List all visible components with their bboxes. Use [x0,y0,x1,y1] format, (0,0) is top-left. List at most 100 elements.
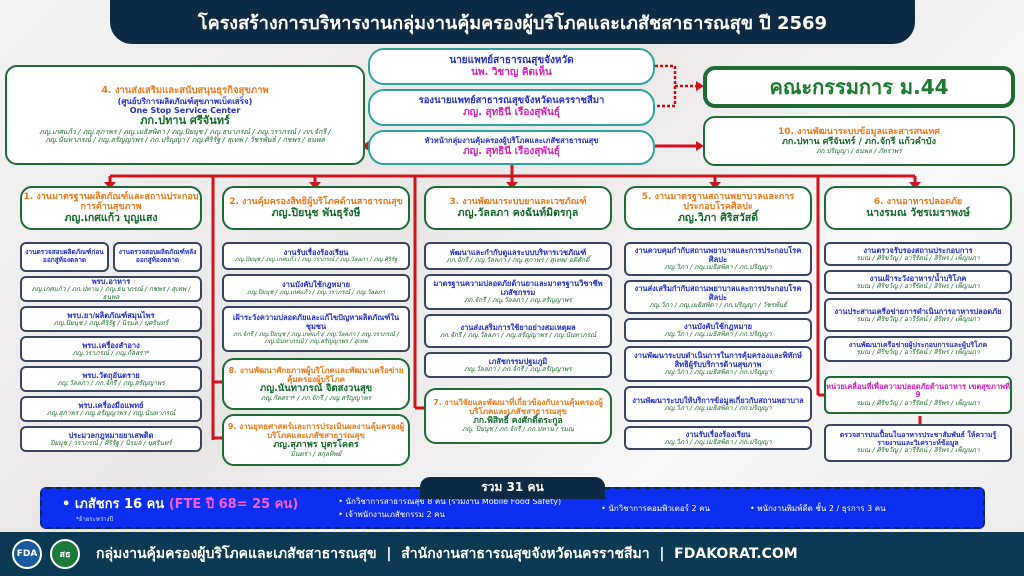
unit-staff: ภญ.กัลสรา* / ภก.จักรี / ภญ.สรัญญาพร [260,393,372,402]
total-count: รวม 31 คน [420,477,605,499]
fte-label: (FTE ปี 68= 25 คน) [168,496,299,512]
unit-7-box: 7. งานวิจัยและพัฒนาที่เกี่ยวข้องกับงานคุ… [424,388,612,444]
sub-item-staff: รมณ / ศิริขวัญ / อารีรัตน์ / สิริพร / เพ… [856,348,980,357]
pre-market-check: งานตรวจสอบผลิตภัณฑ์ก่อนออกสู่ท้องตลาด [25,248,104,264]
sub-item-title: งานส่งเสริมการใช้ยาอย่างสมเหตุผล [460,322,576,332]
committee-title: คณะกรรมการ ม.44 [769,74,949,99]
mobile-food-safety-unit: หน่วยเคลื่อนที่เพื่อความปลอดภัยด้านอาหาร… [824,376,1012,414]
sub-item: งานส่งเสริมการใช้ยาอย่างสมเหตุผลภก.จักรี… [424,314,612,348]
unit-10-lead: ภก.ปทาน ศรีจันทร์ / ภก.จักรี แก้วคำบัง [781,137,937,148]
sub-item: งานพัฒนาเครือข่ายผู้ประกอบการและผู้บริโภ… [824,336,1012,362]
sub-item-title: มาตรฐานความปลอดภัยด้านยาและมาตรฐานวิชาชี… [433,279,603,298]
post-market-check: งานตรวจสอบผลิตภัณฑ์หลังออกสู่ท้องตลาด [118,248,197,264]
sub-item: พรบ.อาหารภญ.เกศแก้ว / ภก.ปทาน / ภญ.ธนาภร… [20,276,202,302]
exec-box-head: หัวหน้ากลุ่มงานคุ้มครองผู้บริโภคและเภสัช… [368,130,655,165]
committee-box: คณะกรรมการ ม.44 [703,66,1015,108]
product-check-pair: งานตรวจสอบผลิตภัณฑ์ก่อนออกสู่ท้องตลาด งา… [20,242,202,272]
unit-9-box: 9. งานยุทธศาสตร์และการประเมินผลงานคุ้มคร… [222,414,410,466]
sub-item: พรบ.เครื่องสำอางภญ.วราภรณ์ / ภญ.กัลสรา* [20,336,202,362]
summary-item: เจ้าพนักงานเภสัชกรรม 2 คน [345,510,445,519]
sub-item-title: พรบ.เครื่องมือแพทย์ [78,400,144,410]
unit-5-head: 5. งานมาตรฐานสถานพยาบาลและการประกอบโรคศิ… [624,186,812,230]
unit-staff: รมณ / ศิริขวัญ / อารีรัตน์ / สิริพร / เพ… [856,398,980,407]
sub-item-staff: ภญ.สุภาพร / ภญ.สรัญญาพร / ภญ.นันทาภรณ์ [46,408,176,417]
sub-item: งานบังคับใช้กฎหมายภญ.ปิยนุช / ภญ.เกศแก้ว… [222,274,410,302]
sub-item-title: พรบ.อาหาร [91,276,131,286]
unit-3-head: 3. งานพัฒนาระบบยาและเวชภัณฑ์ ภญ.วัลลภา ค… [424,186,612,230]
column-unit-3: 3. งานพัฒนาระบบยาและเวชภัณฑ์ ภญ.วัลลภา ค… [424,186,612,444]
sub-item-title: งานรับเรื่องร้องเรียน [283,248,349,258]
sub-item-title: งานบังคับใช้กฎหมาย [281,279,351,289]
sub-item: งานพัฒนาระบบให้บริการข้อมูลเกี่ยวกับสถาน… [624,386,812,422]
sub-item-staff: ภญ.ปิยนุช / ภญ.เกศแก้ว / ภญ.วราภรณ์ / ภญ… [234,257,398,264]
exec-box-deputy: รองนายแพทย์สาธารณสุขจังหวัดนครราชสีมา ภญ… [368,89,655,126]
unit-lead: ภญ.สุภาพร บุตรโคตร [273,440,359,451]
summary-item: พนักงานพิมพ์ดีด ชั้น 2 / ธุรการ 3 คน [757,503,886,513]
sub-item-staff: รมณ / ศิริขวัญ / อารีรัตน์ / สิริพร / เพ… [856,446,980,455]
sub-item-title: เฝ้าระวังความปลอดภัยและแก้ไขปัญหาผลิตภัณ… [232,312,400,331]
unit-title: 8. งานพัฒนาศักยภาพผู้บริโภคและพัฒนาเครือ… [228,365,404,384]
unit-lead: ภญ.วิภา ศิริสวัสดิ์ [677,212,759,225]
summary-col: • นักวิชาการสาธารณสุข 8 คน (รวมงาน Mobil… [338,497,562,519]
fda-logo-icon: FDA [12,539,42,569]
unit-4-staff: ภญ.เกศแก้ว / ภญ.สุภาพร / ภญ.เมธิสพิดา / … [39,127,331,144]
column-unit-1: 1. งานมาตรฐานผลิตภัณฑ์และสถานประกอบการด้… [20,186,202,452]
unit-title: 6. งานอาหารปลอดภัย [873,196,963,207]
sub-item: งานบังคับใช้กฎหมายภญ.วิภา / ภญ.เมธิสพิดา… [624,318,812,342]
exec-name: ภญ. สุทธินี เรืองสุพันธุ์ [463,107,560,119]
unit-4-lead: ภก.ปทาน ศรีจันทร์ [140,114,230,128]
column-unit-2: 2. งานคุ้มครองสิทธิผู้บริโภคด้านสาธารณสุ… [222,186,410,466]
sub-item: พรบ.วัตถุอันตรายภญ.วัลลภา / ภก.จักรี / ภ… [20,366,202,392]
sub-item-title: พัฒนาและกำกับดูแลระบบบริหารเวชภัณฑ์ [449,247,587,257]
sub-item-staff: ภญ.วราภรณ์ / ภญ.กัลสรา* [72,348,150,357]
column-unit-5: 5. งานมาตรฐานสถานพยาบาลและการประกอบโรคศิ… [624,186,812,450]
sub-item: งานควบคุมกำกับสถานพยาบาลและการประกอบโรคศ… [624,242,812,276]
unit-title: 7. งานวิจัยและพัฒนาที่เกี่ยวข้องกับงานคุ… [433,398,603,417]
unit-lead: ภก.พิสิทธิ์ คงศักดิ์ตระกูล [473,415,563,426]
sub-item-staff: ปิยนุช / วราภรณ์ / ศิริรัฐ / นิรมล / บุศ… [50,438,172,447]
logo-text: FDA [16,549,38,559]
sub-item-title: งานบังคับใช้กฎหมาย [683,321,753,331]
sub-item-staff: ภญ.วัลลภา / ภก.จักรี / ภญ.สรัญญาพร [57,378,165,387]
sub-item-staff: ภญ.วิภา / ภญ.เมธิสพิดา / ภก.ปริญญา / วัช… [649,301,787,310]
exec-name: ภญ. สุทธินี เรืองสุพันธุ์ [463,146,560,158]
unit-2-head: 2. งานคุ้มครองสิทธิผู้บริโภคด้านสาธารณสุ… [222,186,410,230]
sub-item-title: งานส่งเสริมกำกับสถานพยาบาลและการประกอบโร… [634,284,802,303]
sub-item-staff: ภก.จักรี / ภญ.วัลลภา / ภญ.สรัญญาพร [464,296,572,305]
unit-6-head: 6. งานอาหารปลอดภัย นางรมณ วัชรเมราพงษ์ [824,186,1012,230]
unit-10-title: 10. งานพัฒนาระบบข้อมูลและสารสนเทศ [778,126,940,137]
pharmacist-label: เภสัชกร 16 คน [74,496,165,512]
sub-item-title: งานพัฒนาระบบดำเนินการในการคุ้มครองและพิท… [634,351,802,370]
sub-item: งานส่งเสริมกำกับสถานพยาบาลและการประกอบโร… [624,280,812,314]
sub-item-title: งานพัฒนาระบบให้บริการข้อมูลเกี่ยวกับสถาน… [632,395,804,405]
sub-item-staff: ภก.จักรี / ภญ.วัลลภา / ภญ.สรัญญาพร / ภญ.… [439,330,597,339]
sub-item-title: งานควบคุมกำกับสถานพยาบาลและการประกอบโรคศ… [634,246,802,265]
footer: FDA สธ กลุ่มงานคุ้มครองผู้บริโภคและเภสัช… [0,532,1024,576]
unit-lead: ภญ.ปิยนุช พันธุรังษี [271,207,361,220]
sub-item-title: งานตรวจรับรองสถานประกอบการ [863,245,973,255]
unit-4-title: 4. งานส่งเสริมและสนับสนุนธุรกิจสุขภาพ [101,84,269,96]
unit-lead: นางรมณ วัชรเมราพงษ์ [866,207,970,220]
unit-title: 1. งานมาตรฐานผลิตภัณฑ์และสถานประกอบการด้… [23,191,199,212]
sub-item-staff: รมณ / ศิริขวัญ / อารีรัตน์ / สิริพร / เพ… [856,314,980,323]
sub-item: งานรับเรื่องร้องเรียนภญ.ปิยนุช / ภญ.เกศแ… [222,242,410,270]
unit-staff: ภญ. ปิยนุช / ภก.จักรี / ภก.ปทาน / รมณ [462,425,574,434]
sub-item: เฝ้าระวังความปลอดภัยและแก้ไขปัญหาผลิตภัณ… [222,306,410,352]
summary-item: นักวิชาการสาธารณสุข 8 คน (รวมงาน Mobile … [345,497,562,506]
sub-item-staff: ภก.จักรี / ภญ.วัลลภา / ภญ.สุภาพร / สุเทพ… [446,255,590,264]
exec-box-provincial: นายแพทย์สาธารณสุขจังหวัด นพ. วิชาญ คิดเห… [368,48,655,85]
sub-item-staff: ภญ.วิภา / ภญ.เมธิสพิดา / ภก.ปริญญา [664,368,772,377]
column-unit-6: 6. งานอาหารปลอดภัย นางรมณ วัชรเมราพงษ์ ง… [824,186,1012,462]
sub-item: งานพัฒนาระบบดำเนินการในการคุ้มครองและพิท… [624,346,812,382]
page-title: โครงสร้างการบริหารงานกลุ่มงานคุ้มครองผู้… [110,0,915,44]
unit-lead: ภญ.นันทาภรณ์ จิตสงวนสุข [259,382,373,394]
sub-item-title: งานประสานเครือข่ายการดำเนินการอาหารปลอดภ… [834,306,1002,316]
sub-item: มาตรฐานความปลอดภัยด้านยาและมาตรฐานวิชาชี… [424,274,612,310]
sub-item: พัฒนาและกำกับดูแลระบบบริหารเวชภัณฑ์ภก.จั… [424,242,612,270]
sub-item-staff: ภญ.วิภา / ภญ.เมธิสพิดา / ภก.ปริญญา [664,329,772,338]
sub-item-staff: รมณ / ศิริขวัญ / อารีรัตน์ / สิริพร / เพ… [856,281,980,290]
sub-item-staff: ภญ.วิภา / ภญ.เมธิสพิดา / ภก.ปริญญา [664,403,772,412]
sub-item: งานประสานเครือข่ายการดำเนินการอาหารปลอดภ… [824,298,1012,332]
unit-1-head: 1. งานมาตรฐานผลิตภัณฑ์และสถานประกอบการด้… [20,186,202,230]
